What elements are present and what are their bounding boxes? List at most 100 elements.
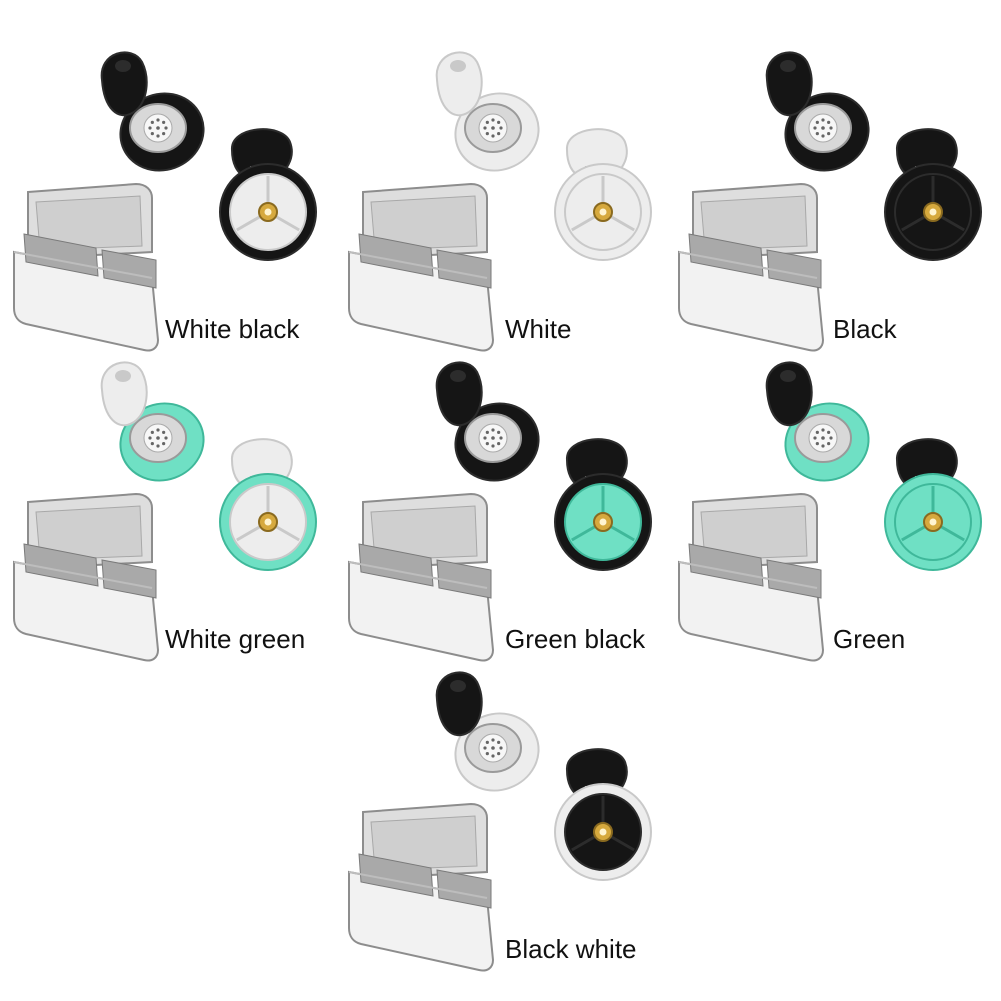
grille-hole — [156, 436, 160, 440]
case-slot-left — [23, 233, 99, 277]
front-earplug — [884, 438, 982, 571]
variant-label: Green black — [505, 624, 646, 654]
case-rim — [348, 561, 488, 589]
front-earplug — [554, 128, 652, 261]
tip-opening — [780, 60, 796, 72]
grille-hole — [150, 120, 154, 124]
carrying-case — [13, 492, 160, 662]
grille-hole — [497, 120, 501, 124]
silicone-tip — [100, 51, 148, 117]
grille-hole — [156, 126, 160, 130]
grille-hole — [491, 754, 495, 758]
grille-hole — [491, 444, 495, 448]
grille-hole — [821, 134, 825, 138]
grille-hole — [150, 442, 154, 446]
case-rim — [678, 561, 818, 589]
tip-opening — [780, 370, 796, 382]
case-rim — [348, 871, 488, 899]
grille-hole — [821, 436, 825, 440]
grille-hole — [485, 740, 489, 744]
grille-hole — [491, 134, 495, 138]
grille-hole — [483, 746, 487, 750]
grille-hole — [491, 746, 495, 750]
silicone-tip — [435, 51, 483, 117]
tilted-earplug — [435, 671, 540, 792]
case-lid-inner — [35, 505, 143, 561]
case-slot-left — [688, 543, 764, 587]
variant-label: Green — [833, 624, 906, 654]
variant-label: White black — [165, 314, 300, 344]
grille-hole — [815, 120, 819, 124]
grille-hole — [156, 428, 160, 432]
grille-hole — [162, 442, 166, 446]
grille-hole — [497, 752, 501, 756]
earplug-set-illustration — [678, 51, 982, 352]
grille-hole — [485, 752, 489, 756]
variant-white-green: White green — [10, 350, 340, 662]
variant-green: Green — [675, 350, 1001, 662]
carrying-case — [348, 492, 495, 662]
front-earplug — [219, 438, 317, 571]
grille-hole — [497, 740, 501, 744]
pin-highlight — [929, 518, 937, 526]
tip-opening — [450, 60, 466, 72]
earplug-set-illustration — [678, 361, 982, 662]
grille-hole — [162, 132, 166, 136]
grille-hole — [497, 430, 501, 434]
case-lid-inner — [35, 195, 143, 251]
variant-label: White — [505, 314, 572, 344]
front-earplug — [554, 748, 652, 881]
case-rim — [348, 251, 488, 279]
carrying-case — [348, 182, 495, 352]
silicone-tip — [765, 51, 813, 117]
grille-hole — [491, 436, 495, 440]
grille-hole — [815, 430, 819, 434]
grille-hole — [156, 118, 160, 122]
case-rim — [13, 561, 153, 589]
earplug-set-illustration — [13, 51, 317, 352]
grille-hole — [827, 442, 831, 446]
case-rim — [678, 251, 818, 279]
pin-highlight — [599, 518, 607, 526]
case-lid-inner — [370, 505, 478, 561]
grille-hole — [813, 126, 817, 130]
earplug-set-illustration — [13, 361, 317, 662]
grille-hole — [821, 444, 825, 448]
grille-hole — [821, 428, 825, 432]
carrying-case — [348, 802, 495, 972]
grille-hole — [827, 120, 831, 124]
case-lid-inner — [700, 195, 808, 251]
variant-black-white: Black white — [345, 660, 675, 972]
grille-hole — [485, 442, 489, 446]
grille-hole — [821, 126, 825, 130]
tip-opening — [450, 370, 466, 382]
grille-hole — [162, 430, 166, 434]
variant-white-black: White black — [10, 40, 340, 352]
earplug-set-illustration — [348, 361, 652, 662]
variant-black: Black — [675, 40, 1001, 352]
case-slot-left — [358, 853, 434, 897]
grille-hole — [499, 746, 503, 750]
silicone-tip — [435, 361, 483, 427]
grille-hole — [497, 442, 501, 446]
grille-hole — [156, 444, 160, 448]
case-slot-left — [358, 543, 434, 587]
grille-hole — [829, 436, 833, 440]
case-slot-left — [23, 543, 99, 587]
grille-hole — [821, 118, 825, 122]
grille-hole — [485, 132, 489, 136]
case-slot-left — [358, 233, 434, 277]
grille-hole — [150, 430, 154, 434]
grille-hole — [162, 120, 166, 124]
grille-hole — [483, 126, 487, 130]
variant-green-black: Green black — [345, 350, 675, 662]
pin-highlight — [929, 208, 937, 216]
grille-hole — [829, 126, 833, 130]
grille-hole — [148, 436, 152, 440]
variant-label: Black white — [505, 934, 637, 964]
grille-hole — [150, 132, 154, 136]
front-earplug — [554, 438, 652, 571]
carrying-case — [678, 182, 825, 352]
variant-label: Black — [833, 314, 897, 344]
earplug-set-illustration — [348, 671, 652, 972]
